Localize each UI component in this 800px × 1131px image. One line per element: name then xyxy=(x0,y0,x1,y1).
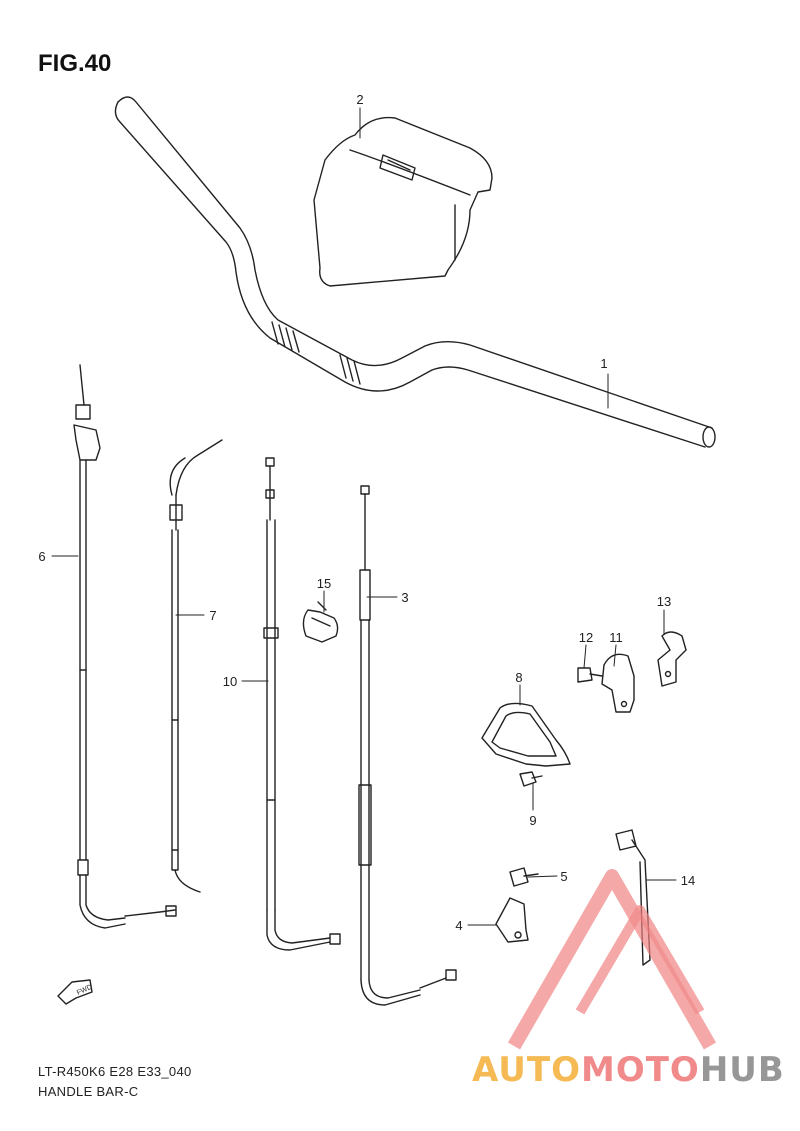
callout-13: 13 xyxy=(657,594,671,609)
cable-part-10 xyxy=(263,457,341,951)
handlebar-part-1 xyxy=(114,96,716,448)
cable-part-6 xyxy=(73,364,177,929)
watermark-logo: AUTOMOTOHUB xyxy=(472,869,785,1090)
callout-4: 4 xyxy=(455,918,462,933)
handlebar-pad-part-2 xyxy=(313,116,493,287)
callout-11: 11 xyxy=(609,630,623,645)
callout-3: 3 xyxy=(401,590,408,605)
watermark-triangle-outer xyxy=(507,869,717,1050)
section-name: HANDLE BAR-C xyxy=(38,1084,139,1099)
clamp-part-15 xyxy=(302,601,339,643)
guard-part-8 xyxy=(481,702,571,767)
callout-6: 6 xyxy=(38,549,45,564)
cable-part-3 xyxy=(358,485,457,1006)
bracket-part-4 xyxy=(495,897,529,943)
watermark-text: AUTOMOTOHUB xyxy=(472,1050,785,1090)
callout-7: 7 xyxy=(209,608,216,623)
clamp-part-13 xyxy=(657,631,687,687)
fwd-arrow-icon xyxy=(57,979,93,1005)
callout-1: 1 xyxy=(600,356,607,371)
figure-title: FIG.40 xyxy=(38,50,112,77)
callout-2: 2 xyxy=(356,92,363,107)
callout-15: 15 xyxy=(317,576,331,591)
callout-8: 8 xyxy=(515,670,522,685)
callout-12: 12 xyxy=(579,630,593,645)
callout-10: 10 xyxy=(223,674,237,689)
watermark-auto: AUTO xyxy=(472,1050,581,1090)
callout-9: 9 xyxy=(529,813,536,828)
clamp-part-11 xyxy=(601,653,635,713)
bolt-part-5 xyxy=(509,867,539,887)
watermark-moto: MOTO xyxy=(581,1050,700,1090)
watermark-hub: HUB xyxy=(700,1050,785,1090)
watermark-triangle-inner xyxy=(575,905,705,1015)
callout-5: 5 xyxy=(560,869,567,884)
bolt-part-12 xyxy=(577,667,603,683)
bolt-part-9 xyxy=(519,771,543,787)
model-code: LT-R450K6 E28 E33_040 xyxy=(38,1064,192,1079)
callout-14: 14 xyxy=(681,873,695,888)
cable-part-7 xyxy=(169,439,223,893)
